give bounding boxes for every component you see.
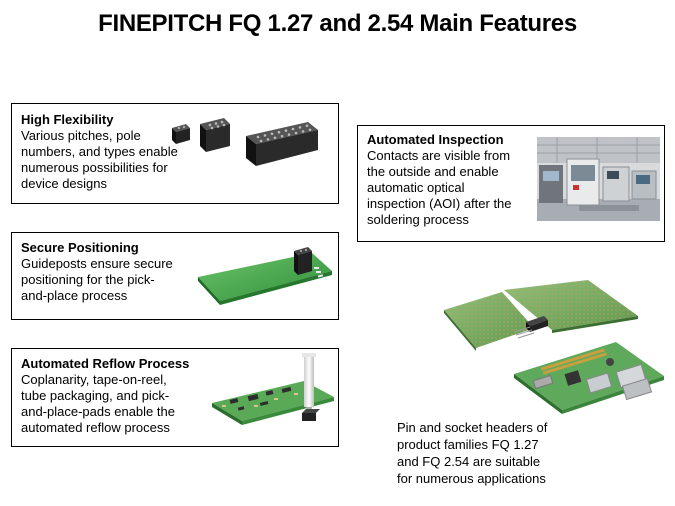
feature-heading: Automated Inspection: [367, 132, 504, 147]
illustration-caption: Pin and socket headers of product famili…: [397, 419, 577, 487]
feature-text-line: automatic optical: [367, 180, 465, 195]
page-title: FINEPITCH FQ 1.27 and 2.54 Main Features: [98, 10, 577, 37]
feature-text-line: and-place process: [21, 288, 128, 303]
feature-text-line: and-place-pads enable the: [21, 404, 175, 419]
feature-text-line: inspection (AOI) after the: [367, 196, 512, 211]
feature-box-high-flexibility: High Flexibility Various pitches, pole n…: [11, 103, 339, 204]
caption-line: Pin and socket headers of: [397, 420, 548, 435]
feature-heading: Secure Positioning: [21, 240, 139, 255]
caption-line: for numerous applications: [397, 471, 546, 486]
caption-line: and FQ 2.54 are suitable: [397, 454, 541, 469]
feature-text-line: soldering process: [367, 212, 469, 227]
feature-text-line: Coplanarity, tape-on-reel,: [21, 372, 167, 387]
feature-box-automated-reflow: Automated Reflow Process Coplanarity, ta…: [11, 348, 339, 447]
feature-text-line: automated reflow process: [21, 420, 170, 435]
feature-text-line: Various pitches, pole: [21, 128, 141, 143]
feature-text-line: the outside and enable: [367, 164, 499, 179]
feature-text-line: numerous possibilities for: [21, 160, 168, 175]
feature-text-line: tube packaging, and pick-: [21, 388, 170, 403]
feature-box-secure-positioning: Secure Positioning Guideposts ensure sec…: [11, 232, 339, 320]
pcb-with-connector-image: [198, 247, 332, 305]
feature-text-line: numbers, and types enable: [21, 144, 178, 159]
feature-text-line: device designs: [21, 176, 107, 191]
aoi-machine-photo: [537, 137, 660, 221]
feature-text-line: Contacts are visible from: [367, 148, 511, 163]
feature-box-automated-inspection: Automated Inspection Contacts are visibl…: [357, 125, 665, 242]
feature-heading: High Flexibility: [21, 112, 114, 127]
feature-heading: Automated Reflow Process: [21, 356, 190, 371]
connector-headers-image: [172, 118, 318, 166]
caption-line: product families FQ 1.27: [397, 437, 539, 452]
application-board-illustration: [444, 280, 664, 414]
feature-text-line: Guideposts ensure secure: [21, 256, 173, 271]
feature-text-line: positioning for the pick-: [21, 272, 155, 287]
pick-and-place-nozzle-image: [212, 353, 334, 425]
